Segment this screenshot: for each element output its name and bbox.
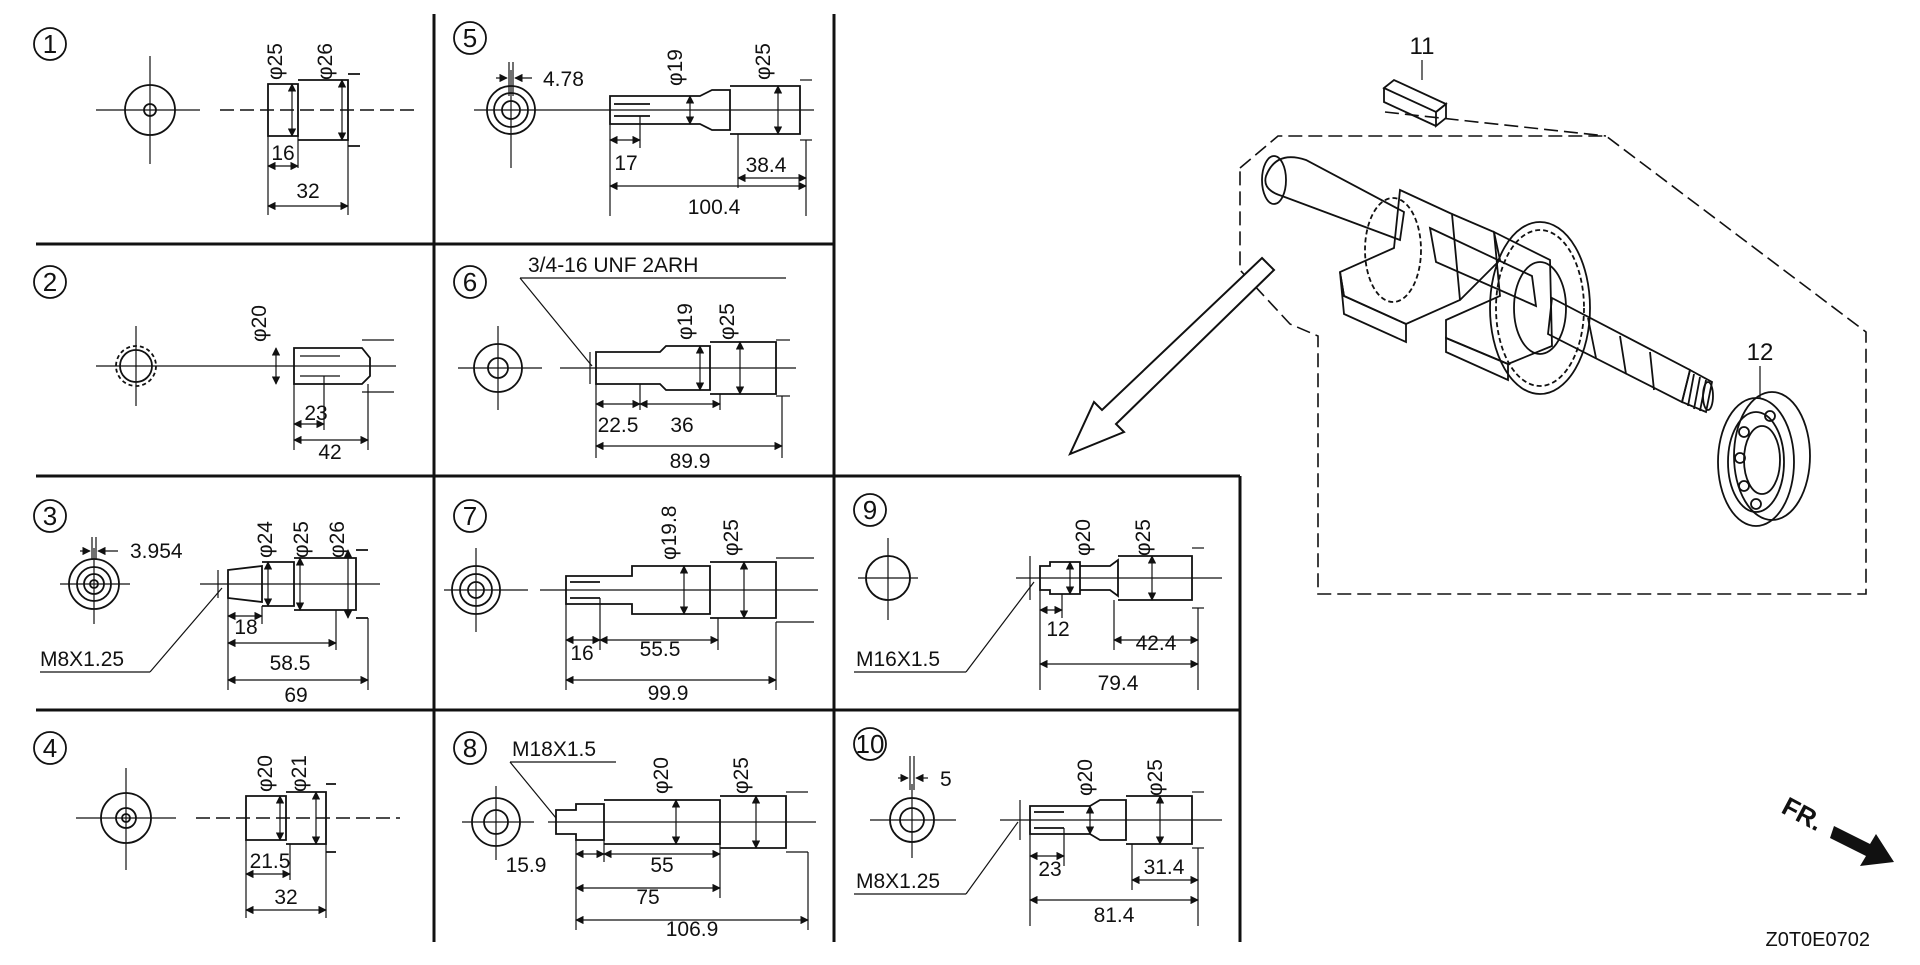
dim-label: 32 bbox=[296, 180, 319, 203]
shaft-type-7: 7 φ19.8 φ25 16 55.5 99.9 bbox=[444, 499, 818, 705]
type-number: 5 bbox=[463, 23, 477, 53]
pointer-arrow bbox=[1068, 256, 1276, 456]
dim-label: 18 bbox=[234, 616, 257, 639]
dim-label: 16 bbox=[271, 142, 294, 165]
dim-label: 17 bbox=[614, 152, 637, 175]
spline-end-view bbox=[119, 349, 153, 383]
dim-label: φ25 bbox=[752, 43, 775, 80]
dim-label: φ19 bbox=[664, 49, 687, 86]
dim-label: φ21 bbox=[288, 755, 311, 792]
dim-label: 12 bbox=[1046, 618, 1069, 641]
dim-label: φ25 bbox=[730, 757, 753, 794]
dim-label: φ20 bbox=[650, 757, 673, 794]
shaft-type-9: 9 φ20 φ25 12 42.4 79.4 M16X1.5 bbox=[853, 493, 1222, 695]
type-number: 8 bbox=[463, 733, 477, 763]
dim-label: 99.9 bbox=[648, 682, 689, 705]
dim-label: 15.9 bbox=[506, 854, 547, 877]
type-number-circle bbox=[33, 27, 67, 61]
dim-label: 81.4 bbox=[1094, 904, 1135, 927]
dim-label: 31.4 bbox=[1144, 856, 1185, 879]
type-number: 1 bbox=[43, 29, 57, 59]
dim-label: 23 bbox=[1038, 858, 1061, 881]
part-number: 11 bbox=[1410, 33, 1435, 60]
front-direction-indicator: FR. bbox=[1777, 791, 1894, 866]
thread-callout: M18X1.5 bbox=[512, 738, 596, 761]
dim-label: φ25 bbox=[716, 303, 739, 340]
shaft-type-1: 1 φ25 φ26 16 32 bbox=[33, 27, 418, 215]
dim-label: φ25 bbox=[264, 43, 287, 80]
dim-label: φ19.8 bbox=[658, 506, 681, 561]
shaft-type-3: 3 3.954 φ24 φ25 φ26 18 58.5 69 bbox=[33, 499, 380, 707]
dim-label: φ25 bbox=[1132, 519, 1155, 556]
dim-label: 69 bbox=[284, 684, 307, 707]
dim-label: 58.5 bbox=[270, 652, 311, 675]
dim-label: φ24 bbox=[254, 521, 277, 558]
type-number: 6 bbox=[463, 267, 477, 297]
dim-label: 38.4 bbox=[746, 154, 787, 177]
shaft-type-4: 4 φ20 φ21 21.5 32 bbox=[33, 731, 400, 918]
fr-label: FR. bbox=[1777, 791, 1828, 837]
type-number: 7 bbox=[463, 501, 477, 531]
shaft-end-view bbox=[124, 84, 176, 136]
dim-label: 5 bbox=[940, 768, 952, 791]
thread-callout: M8X1.25 bbox=[40, 648, 124, 671]
dim-label: 42.4 bbox=[1136, 632, 1177, 655]
fr-arrow-icon bbox=[1830, 826, 1894, 866]
dim-label: 75 bbox=[636, 886, 659, 909]
dim-label: 79.4 bbox=[1098, 672, 1139, 695]
key-part bbox=[1382, 78, 1448, 128]
type-number: 2 bbox=[43, 267, 57, 297]
type-number: 10 bbox=[856, 729, 885, 759]
thread-callout: M16X1.5 bbox=[856, 648, 940, 671]
dim-label: 55 bbox=[650, 854, 673, 877]
shaft-type-10: 10 5 φ20 φ25 23 31.4 81.4 M8X1.25 bbox=[853, 727, 1222, 927]
dim-label: φ26 bbox=[326, 521, 349, 558]
type-number: 4 bbox=[43, 733, 57, 763]
dim-label: φ20 bbox=[1072, 519, 1095, 556]
table-grid bbox=[36, 14, 1242, 942]
dim-label: 16 bbox=[570, 642, 593, 665]
shaft-type-8: 8 M18X1.5 φ20 φ25 15.9 55 75 106.9 bbox=[453, 731, 816, 941]
dim-label: 106.9 bbox=[666, 918, 719, 941]
dim-label: φ25 bbox=[1144, 759, 1167, 796]
shaft-type-6: 6 3/4-16 UNF 2ARH φ19 φ25 22.5 36 89.9 bbox=[453, 254, 796, 473]
dim-label: 42 bbox=[318, 441, 341, 464]
shaft-type-2: 2 φ20 23 42 bbox=[33, 265, 396, 464]
dim-label: 100.4 bbox=[688, 196, 741, 219]
dim-label: φ19 bbox=[674, 303, 697, 340]
shaft-type-5: 5 4.78 φ19 φ25 17 38.4 100.4 bbox=[453, 21, 814, 219]
dim-label: φ20 bbox=[248, 305, 271, 342]
dim-label: φ25 bbox=[720, 519, 743, 556]
thread-callout: M8X1.25 bbox=[856, 870, 940, 893]
diagram-code: Z0T0E0702 bbox=[1765, 929, 1870, 951]
dim-label: 32 bbox=[274, 886, 297, 909]
dim-label: 3.954 bbox=[130, 540, 183, 563]
bearing-part bbox=[1717, 391, 1811, 527]
crankshaft-part bbox=[1261, 155, 1714, 414]
dim-label: φ25 bbox=[290, 521, 313, 558]
dim-label: 23 bbox=[304, 402, 327, 425]
thread-callout: 3/4-16 UNF 2ARH bbox=[528, 254, 698, 277]
dim-label: φ26 bbox=[314, 43, 337, 80]
part-number: 12 bbox=[1747, 339, 1774, 366]
dim-label: φ20 bbox=[1074, 759, 1097, 796]
dim-label: 4.78 bbox=[543, 68, 584, 91]
dim-label: 55.5 bbox=[640, 638, 681, 661]
dim-label: φ20 bbox=[254, 755, 277, 792]
type-number: 3 bbox=[43, 501, 57, 531]
type-number: 9 bbox=[863, 495, 877, 525]
dim-label: 22.5 bbox=[598, 414, 639, 437]
crankshaft-assembly: 11 12 bbox=[1068, 33, 1867, 595]
dim-label: 21.5 bbox=[250, 850, 291, 873]
dim-label: 89.9 bbox=[670, 450, 711, 473]
dim-label: 36 bbox=[670, 414, 693, 437]
